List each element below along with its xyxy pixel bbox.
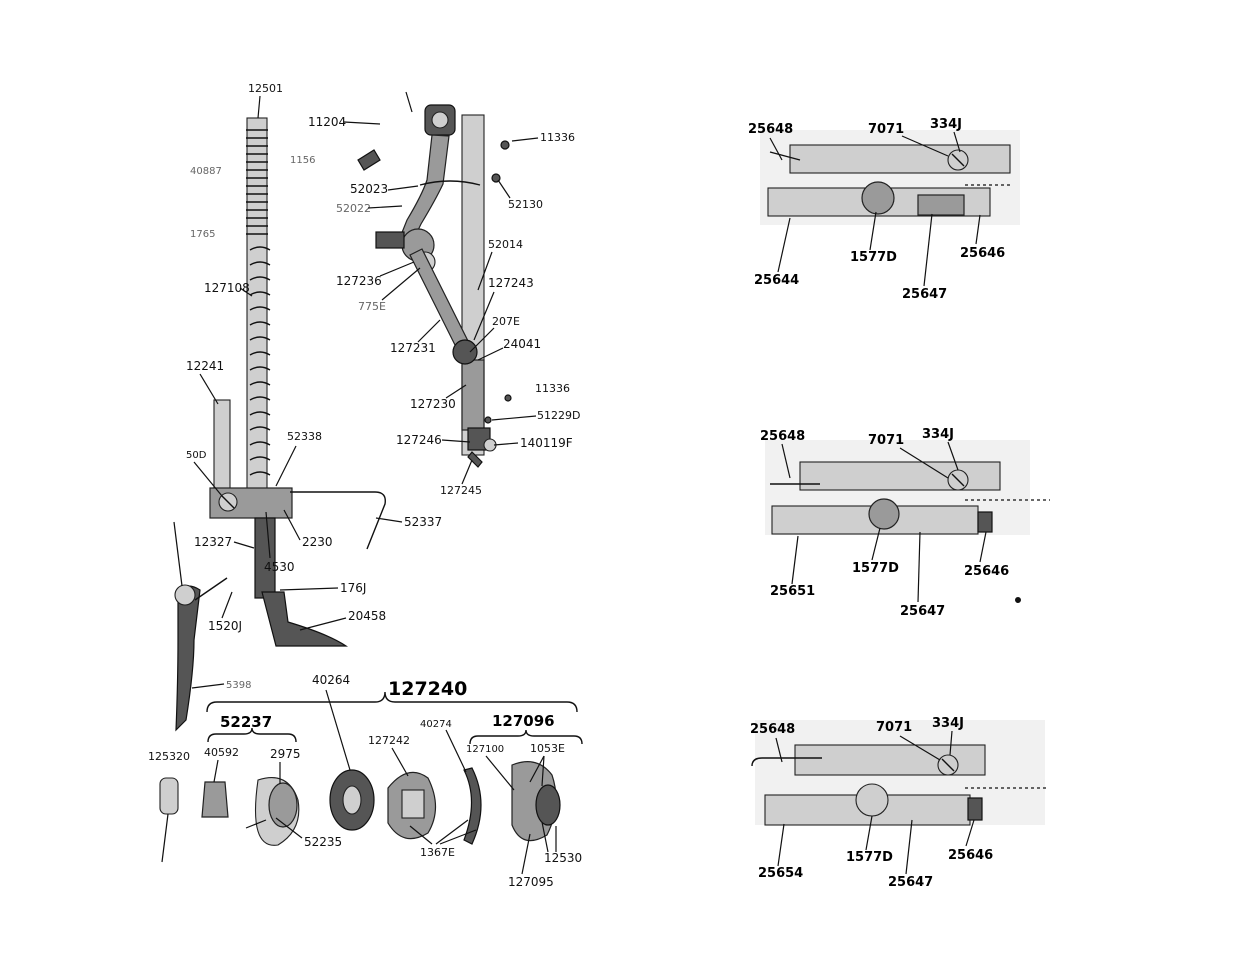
label-127242: 127242 xyxy=(368,734,410,747)
label-2230: 2230 xyxy=(302,535,333,549)
label-176j: 176J xyxy=(340,581,366,595)
presser-spring-coil xyxy=(246,129,271,476)
label-775e: 775E xyxy=(358,300,386,313)
label-127243: 127243 xyxy=(488,276,534,290)
label-50d: 50D xyxy=(186,450,207,461)
label-127108: 127108 xyxy=(204,281,250,295)
label-25644: 25644 xyxy=(754,273,799,288)
label-25646-bot: 25646 xyxy=(948,848,993,863)
label-4530: 4530 xyxy=(264,560,295,574)
label-127240: 127240 xyxy=(388,678,467,700)
part-40592-shape xyxy=(201,781,229,818)
upper-plate-top xyxy=(789,144,1011,174)
label-25648-top: 25648 xyxy=(748,122,793,137)
label-127095: 127095 xyxy=(508,875,554,889)
label-40274: 40274 xyxy=(420,719,452,730)
knob-bot xyxy=(855,783,889,817)
label-25647-mid: 25647 xyxy=(900,604,945,619)
label-25651: 25651 xyxy=(770,584,815,599)
thread-guide xyxy=(213,399,231,491)
right-mid-assembly: 25648 7071 334J 25651 1577D 25646 25647 xyxy=(760,427,1050,619)
label-11336-mid: 11336 xyxy=(535,382,570,395)
label-127231: 127231 xyxy=(390,341,436,355)
label-127245: 127245 xyxy=(440,484,482,497)
label-1577d-bot: 1577D xyxy=(846,850,893,865)
bobbin-parts xyxy=(159,761,561,846)
label-52014: 52014 xyxy=(488,238,523,251)
label-25646-mid: 25646 xyxy=(964,564,1009,579)
label-11336-top: 11336 xyxy=(540,131,575,144)
right-top-assembly: 25648 7071 334J 25644 1577D 25646 25647 xyxy=(748,117,1020,302)
label-25648-bot: 25648 xyxy=(750,722,795,737)
label-1520j: 1520J xyxy=(208,619,242,633)
label-24041: 24041 xyxy=(503,337,541,351)
knob-top xyxy=(861,181,895,215)
label-334j-bot: 334J xyxy=(932,716,964,731)
presser-foot-shank xyxy=(254,517,276,599)
label-334j-mid: 334J xyxy=(922,427,954,442)
label-1765: 1765 xyxy=(190,229,215,240)
label-25654: 25654 xyxy=(758,866,803,881)
label-207e: 207E xyxy=(492,315,520,328)
label-1367e: 1367E xyxy=(420,846,455,859)
label-52338: 52338 xyxy=(287,430,322,443)
label-5398: 5398 xyxy=(226,680,251,691)
needle-bar-assembly xyxy=(357,104,512,468)
label-12530: 12530 xyxy=(544,851,582,865)
label-2975: 2975 xyxy=(270,747,301,761)
label-40592: 40592 xyxy=(204,746,239,759)
label-25646-top: 25646 xyxy=(960,246,1005,261)
label-25647-bot: 25647 xyxy=(888,875,933,890)
label-1156: 1156 xyxy=(290,155,315,166)
label-12501: 12501 xyxy=(248,82,283,95)
presser-lifter-lever xyxy=(175,585,201,732)
label-25647-top: 25647 xyxy=(902,287,947,302)
left-labels: 12501 11204 11336 1156 52023 52022 52130… xyxy=(148,82,582,889)
label-127230: 127230 xyxy=(410,397,456,411)
label-127246: 127246 xyxy=(396,433,442,447)
label-52130: 52130 xyxy=(508,198,543,211)
label-7071-top: 7071 xyxy=(868,122,904,137)
label-1053e: 1053E xyxy=(530,742,565,755)
presser-bar-assembly xyxy=(174,117,386,732)
label-127100: 127100 xyxy=(466,744,504,755)
label-20458: 20458 xyxy=(348,609,386,623)
label-7071-mid: 7071 xyxy=(868,433,904,448)
label-1577d-top: 1577D xyxy=(850,250,897,265)
right-bot-assembly: 25648 7071 334J 25654 1577D 25646 25647 xyxy=(750,716,1048,890)
label-40264: 40264 xyxy=(312,673,350,687)
label-334j-top: 334J xyxy=(930,117,962,132)
hook-ring-shape xyxy=(463,767,482,845)
label-127096: 127096 xyxy=(492,712,555,730)
knob-mid xyxy=(868,498,900,530)
part-125320-shape xyxy=(159,777,179,815)
label-52237: 52237 xyxy=(220,713,272,731)
label-52337: 52337 xyxy=(404,515,442,529)
label-11204: 11204 xyxy=(308,115,346,129)
label-12241: 12241 xyxy=(186,359,224,373)
label-140119f: 140119F xyxy=(520,436,573,450)
label-52023: 52023 xyxy=(350,182,388,196)
label-40887: 40887 xyxy=(190,166,222,177)
presser-foot xyxy=(261,591,348,647)
label-25648-mid: 25648 xyxy=(760,429,805,444)
label-51229d: 51229D xyxy=(537,409,580,422)
label-125320: 125320 xyxy=(148,750,190,763)
label-1577d-mid: 1577D xyxy=(852,561,899,576)
group-brackets xyxy=(206,691,583,745)
label-7071-bot: 7071 xyxy=(876,720,912,735)
label-52235: 52235 xyxy=(304,835,342,849)
label-52022: 52022 xyxy=(336,202,371,215)
label-12327: 12327 xyxy=(194,535,232,549)
label-127236: 127236 xyxy=(336,274,382,288)
